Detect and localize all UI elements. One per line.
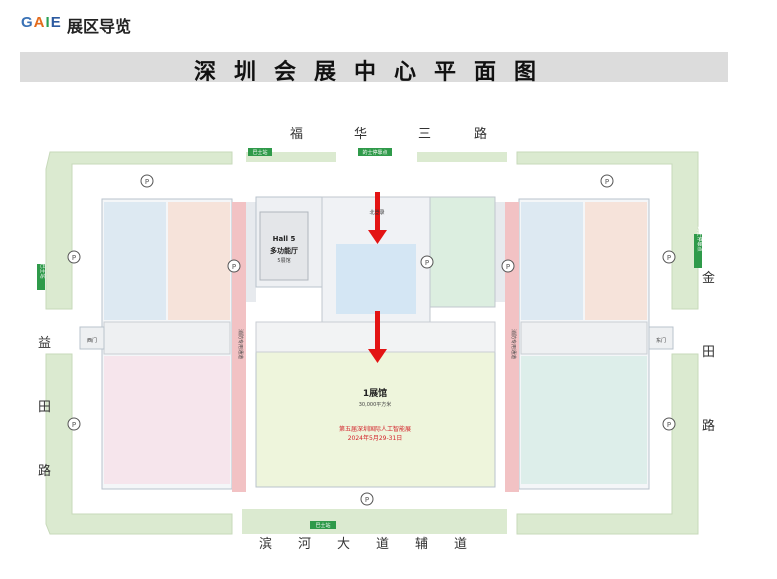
parking-icon: P — [600, 174, 614, 188]
parking-icon: P — [360, 492, 374, 506]
svg-text:P: P — [506, 263, 510, 271]
hall1 — [255, 351, 496, 488]
north-east-block — [429, 196, 496, 308]
hall5-cn-label: 多功能厅 — [270, 246, 298, 255]
green-belt — [246, 152, 336, 162]
parking-icon: P — [67, 417, 81, 431]
road-label-south: 大 — [337, 537, 350, 552]
service-road — [495, 202, 505, 302]
svg-text:P: P — [425, 259, 429, 267]
parking-icon: P — [67, 250, 81, 264]
road-label-west: 路 — [38, 463, 51, 479]
road-label-east: 金 — [702, 270, 715, 286]
parking-icon: P — [662, 417, 676, 431]
logo-letter: I — [45, 14, 51, 31]
road-label-east: 田 — [702, 345, 715, 360]
svg-text:P: P — [232, 263, 236, 271]
road-label-north: 福 — [290, 127, 303, 142]
entrance-arrow — [368, 192, 387, 244]
north-gate-label: 北登录 — [369, 209, 384, 216]
hall5-en-label: Hall 5 — [273, 235, 296, 243]
map-title: 深圳会展中心平面图 — [193, 59, 554, 85]
svg-text:P: P — [667, 254, 671, 262]
taxi-stop-label: 的士停靠点 — [362, 149, 387, 156]
green-belt — [516, 353, 699, 535]
bus-stop-marker — [310, 521, 336, 529]
road-label-west: 益 — [38, 336, 51, 351]
hall-block — [104, 356, 230, 484]
map-title-banner: 深圳会展中心平面图 — [20, 52, 728, 85]
parking-icon: P — [662, 250, 676, 264]
logo-letter: E — [50, 14, 62, 31]
parking-icon: P — [140, 174, 154, 188]
service-corridor — [520, 321, 648, 355]
east-entrance — [648, 326, 674, 350]
bus-stop-marker — [37, 264, 45, 290]
road-label-west: 田 — [38, 400, 51, 415]
hall-block — [168, 202, 230, 320]
gaie-logo: GAIE — [21, 14, 62, 31]
road-label-north: 华 — [354, 127, 367, 142]
svg-text:P: P — [145, 178, 149, 186]
hall1-label: 1展馆 — [363, 387, 387, 399]
east-gate-label: 东门 — [656, 337, 666, 344]
logo-letter: A — [33, 14, 46, 31]
hall5 — [259, 211, 309, 281]
svg-text:P: P — [72, 254, 76, 262]
road-label-south: 滨 — [259, 536, 272, 552]
green-belt — [45, 151, 233, 310]
svg-text:P: P — [365, 496, 369, 504]
fire-lane — [505, 202, 519, 492]
road-label-south: 道 — [454, 537, 467, 552]
venue-floor-plan: 巴士站 的士停靠点 巴士站 巴士站 的士停靠点 西门 东门 北登录 消防专用通道… — [37, 126, 715, 552]
bus-stop-label: 巴士站 — [252, 149, 267, 156]
taxi-stop-marker — [358, 148, 392, 156]
green-belt — [417, 152, 507, 162]
hall5-sub-label: 5展馆 — [277, 257, 290, 264]
svg-text:P: P — [72, 421, 76, 429]
green-belt — [242, 509, 507, 534]
parking-icon: P — [227, 259, 241, 273]
bus-stop-marker — [248, 148, 272, 156]
page-title: 展区导览 — [67, 17, 132, 36]
logo-letter: G — [21, 14, 34, 31]
hall-block — [521, 356, 647, 484]
svg-text:P: P — [605, 178, 609, 186]
fire-lane — [232, 202, 246, 492]
parking-icon: P — [501, 259, 515, 273]
green-belt — [516, 151, 699, 310]
road-label-north: 路 — [474, 126, 487, 142]
service-road — [246, 202, 256, 302]
fire-lane-label: 消防专用通道 — [237, 329, 244, 359]
road-label-north: 三 — [418, 127, 431, 142]
svg-text:P: P — [667, 421, 671, 429]
hall-block — [585, 202, 647, 320]
hall-block — [104, 202, 166, 320]
bus-stop-label: 巴士站 — [39, 263, 46, 278]
west-gate-label: 西门 — [87, 337, 97, 344]
service-corridor — [103, 321, 231, 355]
fire-lane-label: 消防专用通道 — [510, 329, 517, 359]
entrance-arrow — [368, 311, 387, 363]
green-belt — [45, 353, 233, 535]
west-entrance — [79, 326, 105, 350]
road-label-east: 路 — [702, 418, 715, 434]
bus-stop-label: 巴士站 — [315, 522, 330, 529]
road-label-south: 辅 — [415, 537, 428, 552]
event-dates-label: 2024年5月29-31日 — [348, 434, 403, 442]
parking-icon: P — [420, 255, 434, 269]
taxi-stop-label: 的士停靠点 — [696, 226, 703, 251]
hall-block — [521, 202, 583, 320]
hall1-area-label: 30,000平方米 — [359, 401, 392, 408]
road-label-south: 河 — [298, 537, 311, 552]
escalator-zone — [336, 244, 416, 314]
event-name-label: 第五届深圳国际人工智能展 — [339, 425, 411, 433]
road-label-south: 道 — [376, 537, 389, 552]
taxi-stop-marker — [694, 234, 702, 268]
